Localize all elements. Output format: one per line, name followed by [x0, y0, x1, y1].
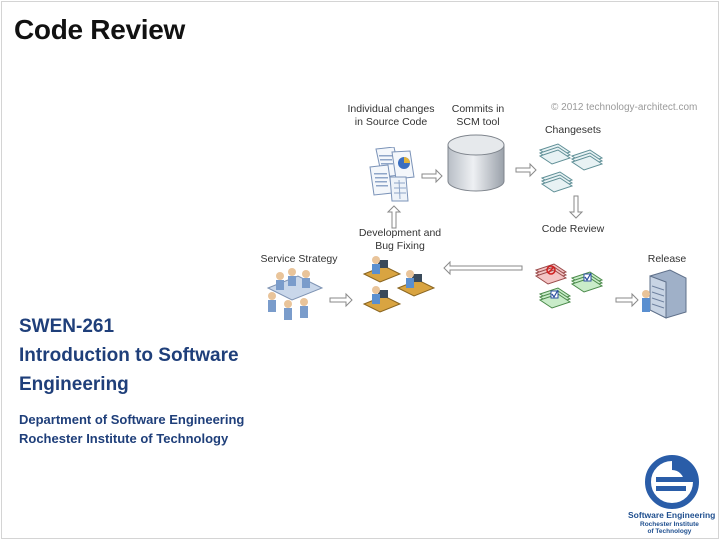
- source-code-documents-icon: [369, 147, 415, 202]
- arrow-commits-to-changesets: [515, 162, 537, 178]
- arrow-development-to-changes: [386, 205, 402, 229]
- label-individual-changes-line2: in Source Code: [354, 116, 428, 128]
- arrow-changesets-to-review: [568, 195, 584, 219]
- label-development-line2: Bug Fixing: [375, 240, 425, 252]
- course-name-line2: Engineering: [19, 374, 129, 395]
- arrow-review-to-development: [443, 260, 523, 276]
- label-individual-changes-line1: Individual changes: [347, 103, 435, 115]
- copyright-notice: © 2012 technology-architect.com: [551, 102, 698, 113]
- label-development-line1: Development and: [358, 227, 442, 239]
- scm-database-icon: [447, 134, 505, 192]
- label-changesets: Changesets: [544, 124, 602, 136]
- label-service-strategy: Service Strategy: [260, 253, 338, 265]
- label-development: Development and Bug Fixing: [350, 227, 450, 253]
- course-info: SWEN-261 Introduction to Software Engine…: [19, 312, 239, 399]
- logo-text-rit-line2: of Technology: [647, 528, 692, 535]
- department-info: Department of Software Engineering Roche…: [19, 410, 244, 448]
- arrow-changes-to-commits: [421, 168, 443, 184]
- code-review-icon: [534, 263, 604, 309]
- slide-title: Code Review: [14, 14, 185, 45]
- course-name-line1: Introduction to Software: [19, 345, 239, 366]
- logo-text-software-engineering: Software Engineering: [628, 510, 716, 520]
- label-commits: Commits in SCM tool: [446, 103, 510, 129]
- logo-text-rit: Rochester Institute of Technology: [640, 521, 699, 535]
- service-strategy-icon: [266, 268, 324, 320]
- label-release: Release: [647, 253, 687, 265]
- software-engineering-logo-icon: [626, 452, 716, 538]
- institute-name: Rochester Institute of Technology: [19, 431, 229, 446]
- course-code: SWEN-261: [19, 316, 115, 337]
- label-individual-changes: Individual changes in Source Code: [342, 103, 440, 129]
- department-name: Department of Software Engineering: [19, 412, 245, 427]
- release-servers-icon: [642, 269, 687, 319]
- arrow-review-to-release: [615, 292, 639, 308]
- label-commits-line1: Commits in: [451, 103, 505, 115]
- workflow-arrows: [329, 162, 639, 308]
- developers-icon: [362, 256, 436, 313]
- arrow-strategy-to-development: [329, 292, 353, 308]
- label-code-review: Code Review: [541, 223, 605, 235]
- label-commits-line2: SCM tool: [456, 116, 500, 128]
- changesets-icon: [538, 143, 604, 193]
- logo-text-rit-line1: Rochester Institute: [640, 521, 699, 528]
